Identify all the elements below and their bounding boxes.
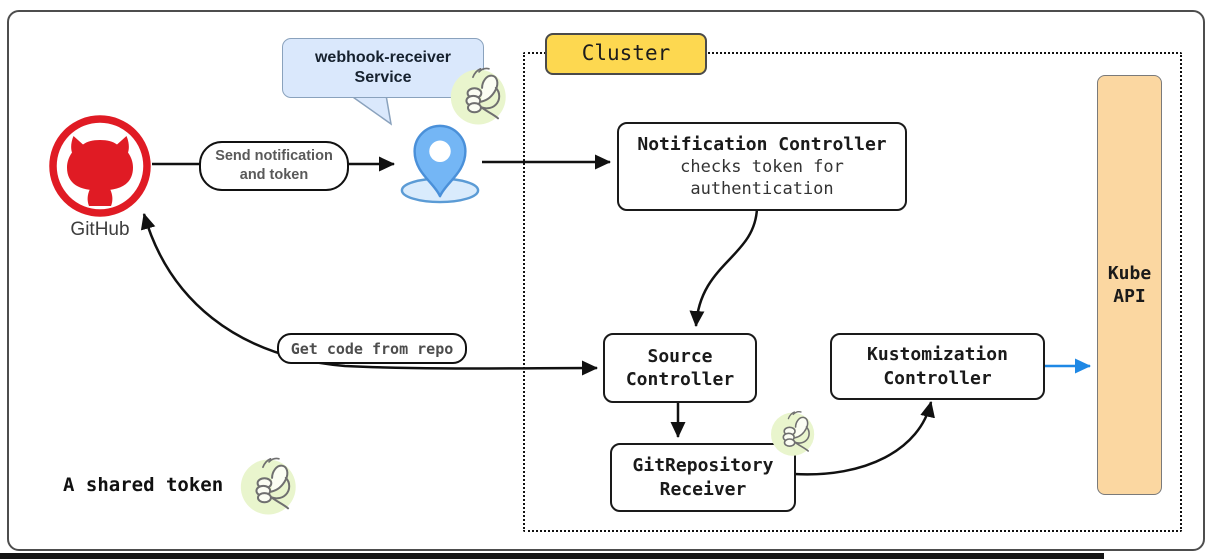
node-title: Receiver xyxy=(659,478,747,500)
outer-frame xyxy=(7,10,1205,551)
node-gitrepository-receiver: GitRepository Receiver xyxy=(610,443,796,512)
node-title: Kube xyxy=(1107,262,1152,284)
hand-token-icon xyxy=(237,455,298,516)
location-pin-icon xyxy=(396,122,484,204)
bubble-line: webhook-receiver xyxy=(314,49,452,66)
node-kustomization-controller: Kustomization Controller xyxy=(830,333,1045,400)
bubble-tail xyxy=(347,94,393,126)
node-title: Controller xyxy=(883,367,992,389)
arrow-notification-to-source xyxy=(689,207,759,327)
github-label: GitHub xyxy=(70,219,130,240)
webhook-receiver-bubble: webhook-receiver Service xyxy=(282,38,484,98)
node-title: GitRepository xyxy=(632,455,774,477)
node-title: Kustomization xyxy=(867,344,1008,366)
cluster-label: Cluster xyxy=(545,33,707,75)
arrow-gitrepo-to-kustomization xyxy=(793,401,935,476)
bottom-edge-bar xyxy=(0,553,1104,559)
edge-label-line: and token xyxy=(239,167,309,183)
node-desc: authentication xyxy=(690,179,834,200)
legend-shared-token: A shared token xyxy=(63,474,224,496)
github-octocat-icon xyxy=(49,115,151,217)
arrow-source-github-get-code xyxy=(140,213,598,376)
edge-label-send-notification: Send notification and token xyxy=(199,141,349,191)
node-title: API xyxy=(1113,286,1146,307)
edge-label-line: Send notification xyxy=(215,148,333,165)
bubble-line: Service xyxy=(354,69,412,86)
node-title: Notification Controller xyxy=(637,133,887,155)
cluster-label-text: Cluster xyxy=(581,41,671,66)
edge-label-get-code: Get code from repo xyxy=(277,333,467,364)
node-desc: checks token for xyxy=(680,157,844,178)
hand-token-icon xyxy=(768,409,816,457)
node-title: Controller xyxy=(625,369,735,390)
node-source-controller: Source Controller xyxy=(603,333,757,403)
edge-label-line: Get code from repo xyxy=(290,339,454,358)
node-kube-api: Kube API xyxy=(1097,75,1162,495)
node-notification-controller: Notification Controller checks token for… xyxy=(617,122,907,211)
hand-token-icon xyxy=(447,65,508,126)
node-title: Source xyxy=(647,345,713,367)
